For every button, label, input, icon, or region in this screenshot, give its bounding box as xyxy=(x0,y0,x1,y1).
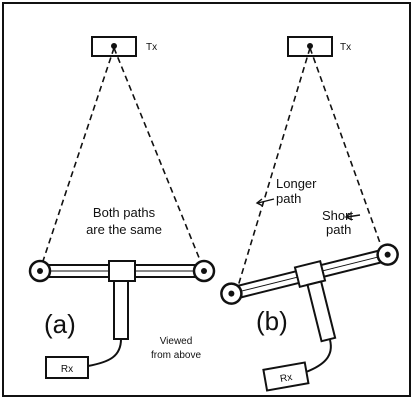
antenna-mast-a xyxy=(113,280,129,340)
feed-cable-b xyxy=(305,339,332,373)
transmitter-b: Tx xyxy=(287,36,351,57)
viewed-label-line2: from above xyxy=(151,350,201,361)
shorter-path-arrow xyxy=(346,214,361,218)
antenna-element-right-b-core xyxy=(384,251,391,258)
rx-label-a: Rx xyxy=(61,364,73,375)
transmitter-dot-a xyxy=(111,43,117,49)
shorter-path-label-line1: Short xyxy=(322,208,353,223)
longer-path-label-line1: Longer xyxy=(276,176,317,191)
antenna-element-left-b-core xyxy=(228,290,235,297)
signal-path-left-a xyxy=(39,47,115,271)
antenna-mast-b-group xyxy=(306,280,337,343)
panel-b: Tx Longer path Short path (b) xyxy=(220,36,399,392)
signal-path-longer-b xyxy=(235,47,311,294)
antenna-element-right-a-core xyxy=(201,268,207,274)
feed-cable-a xyxy=(87,338,122,367)
receiver-a: Rx xyxy=(45,356,89,379)
antenna-a xyxy=(28,259,216,367)
longer-path-arrow xyxy=(257,198,275,204)
receiver-box-a xyxy=(45,356,89,379)
longer-path-label-line2: path xyxy=(276,191,301,206)
shorter-path-arrowhead xyxy=(344,212,353,221)
tx-label-b: Tx xyxy=(340,42,351,53)
panel-a: Tx Both paths are the same (a) Rx Viewed… xyxy=(28,36,216,379)
rx-label-b: Rx xyxy=(279,372,293,385)
signal-path-shorter-b xyxy=(309,47,385,255)
transmitter-a: Tx xyxy=(91,36,157,57)
both-paths-label-line1: Both paths xyxy=(93,205,156,220)
longer-path-arrowhead xyxy=(255,198,264,207)
shorter-path-label-line2: path xyxy=(326,222,351,237)
viewed-label-line1: Viewed xyxy=(160,336,193,347)
antenna-element-left-a-core xyxy=(37,268,43,274)
tx-label-a: Tx xyxy=(146,42,157,53)
transmitter-dot-b xyxy=(307,43,313,49)
antenna-b xyxy=(220,243,399,305)
antenna-mast-b xyxy=(306,280,337,343)
both-paths-label-line2: are the same xyxy=(86,222,162,237)
antenna-hub-a xyxy=(108,260,136,282)
receiver-b: Rx xyxy=(262,361,310,392)
panel-b-label: (b) xyxy=(256,306,288,336)
receiver-box-b xyxy=(262,361,310,392)
panel-a-label: (a) xyxy=(44,309,76,339)
